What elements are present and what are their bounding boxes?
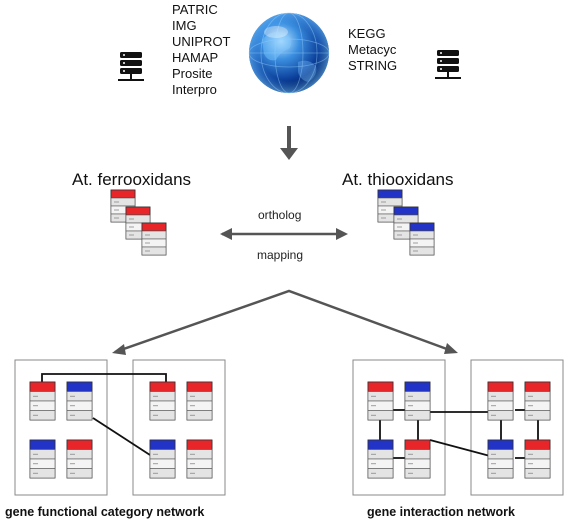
network-panel (352, 359, 446, 496)
gene-card (487, 439, 514, 479)
network-edge (429, 439, 491, 457)
gene-card (29, 381, 56, 421)
gene-card (367, 381, 394, 421)
gene-card (186, 439, 213, 479)
arrowhead-right-icon (444, 343, 458, 354)
gene-card (149, 439, 176, 479)
gene-card (149, 381, 176, 421)
thiooxidans-gene-stack (377, 189, 435, 256)
network-panel (14, 359, 108, 496)
database-server-icon (435, 50, 461, 79)
network-edge (92, 417, 151, 456)
ferrooxidans-gene-stack (110, 189, 167, 256)
arrowhead-left-icon (112, 344, 126, 355)
database-server-icon (118, 52, 144, 81)
db-prosite: Prosite (172, 66, 213, 81)
network-edge (41, 373, 167, 382)
db-interpro: Interpro (172, 82, 217, 97)
functional-category-network (14, 359, 226, 496)
gene-card (404, 381, 431, 421)
database-list-left: PATRIC IMG UNIPROT HAMAP Prosite Interpr… (172, 2, 231, 98)
db-uniprot: UNIPROT (172, 34, 231, 49)
organism-ferrooxidans-label: At. ferrooxidans (72, 170, 192, 189)
db-string: STRING (348, 58, 398, 73)
db-metacyc: Metacyc (348, 42, 397, 57)
caption-functional-category-network: gene functional category network (5, 505, 205, 519)
gene-card (186, 381, 213, 421)
db-patric: PATRIC (172, 2, 218, 17)
database-list-right: KEGG Metacyc STRING (348, 26, 397, 74)
organism-thiooxidans-label: At. thiooxidans (342, 170, 454, 189)
gene-card (487, 381, 514, 421)
gene-card (367, 439, 394, 479)
globe-icon (248, 12, 330, 94)
gene-card (66, 381, 93, 421)
network-panel (132, 359, 226, 496)
db-img: IMG (172, 18, 197, 33)
network-panel (470, 359, 564, 496)
gene-card (524, 381, 551, 421)
gene-card (409, 222, 435, 256)
gene-card (377, 189, 403, 223)
mapping-label: mapping (257, 248, 304, 262)
branch-arrows-icon (114, 289, 456, 354)
ortholog-label: ortholog (258, 208, 302, 222)
down-arrow-icon (280, 126, 298, 160)
db-kegg: KEGG (348, 26, 386, 41)
gene-card (141, 222, 167, 256)
gene-card (29, 439, 56, 479)
gene-card (524, 439, 551, 479)
gene-card (404, 439, 431, 479)
ortholog-mapping-arrow-icon (220, 228, 348, 240)
interaction-network (352, 359, 564, 496)
db-hamap: HAMAP (172, 50, 219, 65)
gene-card (66, 439, 93, 479)
caption-interaction-network: gene interaction network (367, 505, 515, 519)
